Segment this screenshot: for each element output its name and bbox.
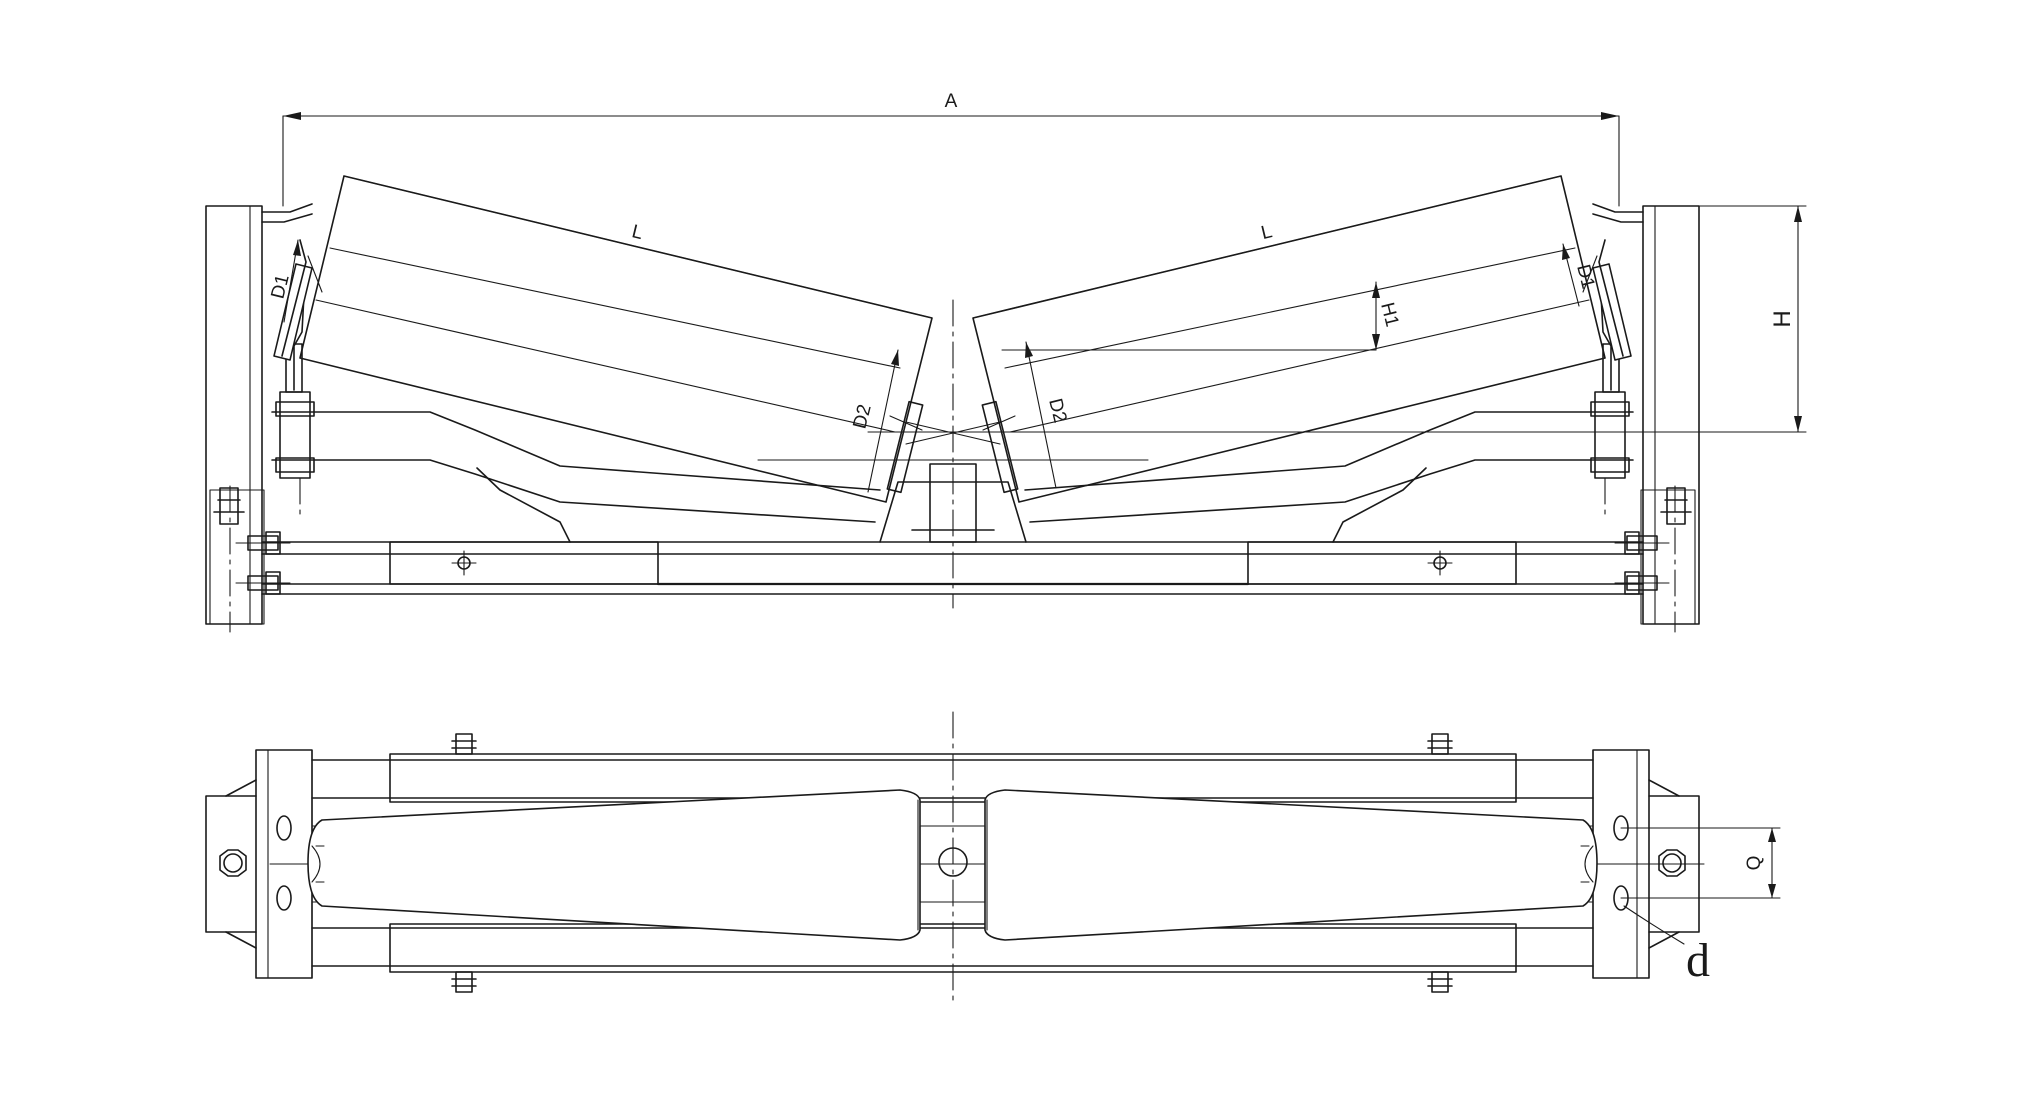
dimension-q: Q <box>1620 827 1781 899</box>
reference-lines <box>757 349 1807 461</box>
dimension-l-right: L <box>972 175 1562 319</box>
left-frame-bracket <box>205 203 313 633</box>
dimension-h: H <box>1698 205 1807 433</box>
dimension-a-label: A <box>945 91 958 112</box>
dimension-d1-right-label: D1 <box>1572 262 1598 291</box>
right-roller <box>972 175 1632 503</box>
plan-bolt-top-right <box>1427 733 1453 755</box>
right-frame-bracket <box>1592 203 1700 633</box>
hole-leader-d: d <box>1623 905 1710 987</box>
plan-bolt-bottom-right <box>1427 971 1453 993</box>
dimension-l-left-label: L <box>630 221 645 244</box>
dimension-d2-right-label: D2 <box>1044 396 1070 425</box>
dimension-h1: H1 <box>1372 281 1402 351</box>
plan-right-roller <box>984 789 1598 941</box>
right-upper-bolt <box>1614 531 1670 555</box>
right-lower-bolt <box>1614 571 1670 595</box>
left-center-bolt <box>451 550 477 576</box>
dimension-d2-right: D2 <box>1025 341 1070 489</box>
center-support <box>879 299 1027 609</box>
left-arm <box>271 275 881 523</box>
dimension-q-label: Q <box>1744 856 1765 871</box>
dimension-h1-label: H1 <box>1376 300 1402 329</box>
left-lower-bolt <box>235 571 291 595</box>
plan-view: Q d <box>205 711 1781 1003</box>
front-elevation-view: A <box>205 91 1807 633</box>
dimension-d2-left: D2 <box>850 349 899 493</box>
right-center-bolt <box>1427 550 1453 576</box>
dimension-l-right-label: L <box>1259 221 1274 244</box>
base-bolts <box>235 531 1670 595</box>
dimension-h-label: H <box>1769 310 1796 327</box>
plan-bolt-bottom-left <box>451 971 477 993</box>
dimension-l-left: L <box>343 175 933 319</box>
left-roller <box>273 175 933 503</box>
right-arm <box>1024 275 1634 523</box>
hole-d-label: d <box>1686 934 1710 987</box>
left-upper-bolt <box>235 531 291 555</box>
plan-left-roller <box>307 789 921 941</box>
plan-center-hub <box>919 825 986 903</box>
plan-bolt-top-left <box>451 733 477 755</box>
dimension-a: A <box>282 91 1620 207</box>
plan-bolts <box>451 733 1453 993</box>
